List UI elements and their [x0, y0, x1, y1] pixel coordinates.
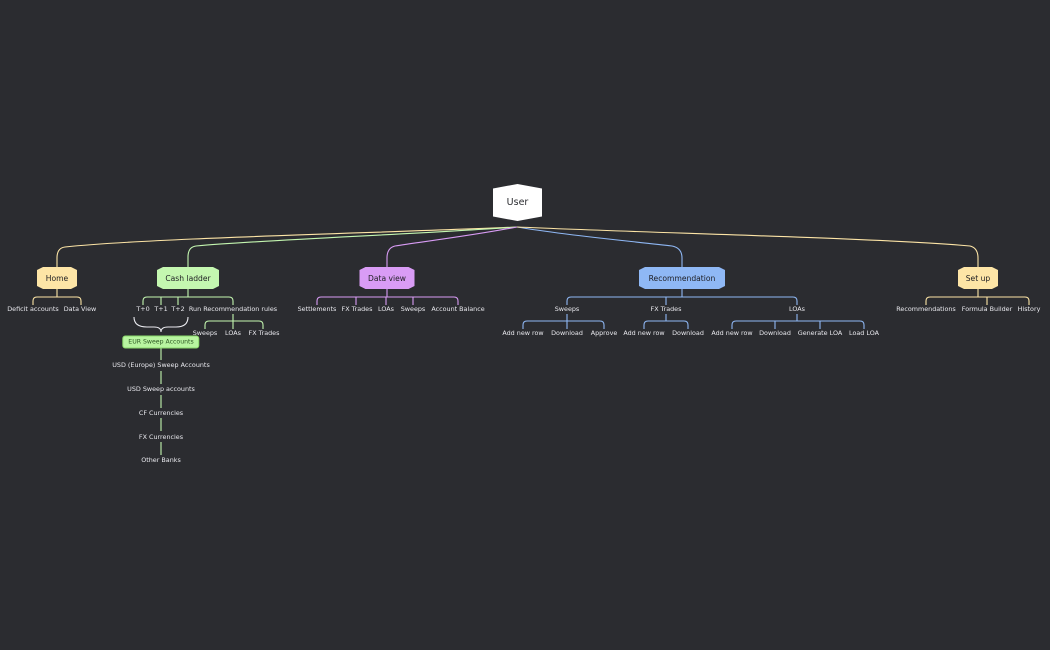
edge-recommendation-children — [566, 289, 798, 305]
rec-item-loas[interactable]: LOAs — [789, 305, 805, 313]
edge-rec-sweeps-children — [522, 314, 605, 329]
rec-loas-download[interactable]: Download — [759, 329, 791, 337]
data-view-item-sweeps[interactable]: Sweeps — [400, 305, 426, 313]
node-recommendation-label: Recommendation — [648, 273, 716, 283]
rec-sweeps-approve[interactable]: Approve — [590, 329, 618, 337]
node-set-up-label: Set up — [965, 273, 991, 283]
edge-root-set-up — [516, 226, 979, 268]
edge-rec-fx-children — [643, 314, 689, 329]
data-view-item-settlements[interactable]: Settlements — [297, 305, 337, 313]
rec-loas-add-new-row[interactable]: Add new row — [711, 329, 753, 337]
rec-fx-add-new-row[interactable]: Add new row — [623, 329, 665, 337]
data-view-item-account-balance[interactable]: Account Balance — [431, 305, 485, 313]
node-cash-ladder-label: Cash ladder — [165, 273, 211, 283]
edge-root-recommendation — [516, 226, 683, 268]
node-data-view-label: Data view — [367, 273, 407, 283]
cash-item-run-recommendation-rules[interactable]: Run Recommendation rules — [188, 305, 278, 313]
t-group-fx-currencies[interactable]: FX Currencies — [138, 433, 184, 441]
root-node-user[interactable]: User — [493, 184, 542, 221]
setup-item-formula-builder[interactable]: Formula Builder — [961, 305, 1013, 313]
node-home[interactable]: Home — [37, 267, 77, 289]
run-item-sweeps[interactable]: Sweeps — [192, 329, 218, 337]
t-group-usd-europe-sweep-accounts[interactable]: USD (Europe) Sweep Accounts — [112, 361, 210, 369]
node-recommendation[interactable]: Recommendation — [639, 267, 725, 289]
t-group-other-banks[interactable]: Other Banks — [141, 456, 181, 464]
rec-loas-load-loa[interactable]: Load LOA — [849, 329, 879, 337]
edge-rec-loas-children — [731, 314, 865, 329]
rec-item-sweeps[interactable]: Sweeps — [554, 305, 580, 313]
edge-home-children — [32, 289, 82, 305]
cash-item-t1[interactable]: T+1 — [154, 305, 168, 313]
cash-item-t2[interactable]: T+2 — [171, 305, 185, 313]
edge-root-data-view — [386, 226, 518, 268]
rec-fx-download[interactable]: Download — [672, 329, 704, 337]
home-item-deficit-accounts[interactable]: Deficit accounts — [7, 305, 59, 313]
rec-item-fx-trades[interactable]: FX Trades — [650, 305, 682, 313]
data-view-item-fx-trades[interactable]: FX Trades — [341, 305, 373, 313]
t-group-cf-currencies[interactable]: CF Currencies — [138, 409, 184, 417]
edge-data-view-children — [316, 289, 459, 305]
rec-sweeps-add-new-row[interactable]: Add new row — [502, 329, 544, 337]
edge-setup-children — [925, 289, 1030, 305]
t-group-usd-sweep-accounts[interactable]: USD Sweep accounts — [127, 385, 195, 393]
cash-item-t0[interactable]: T+0 — [136, 305, 150, 313]
home-item-data-view[interactable]: Data View — [63, 305, 97, 313]
rec-sweeps-download[interactable]: Download — [551, 329, 583, 337]
run-item-loas[interactable]: LOAs — [225, 329, 241, 337]
setup-item-recommendations[interactable]: Recommendations — [896, 305, 956, 313]
t-group-eur-sweep-accounts[interactable]: EUR Sweep Accounts — [122, 335, 200, 349]
node-cash-ladder[interactable]: Cash ladder — [157, 267, 219, 289]
edge-t-brace — [133, 316, 189, 333]
data-view-item-loas[interactable]: LOAs — [378, 305, 394, 313]
run-item-fx-trades[interactable]: FX Trades — [248, 329, 280, 337]
edge-root-home — [56, 226, 518, 268]
edge-cash-children — [142, 289, 234, 305]
edge-run-children — [204, 314, 264, 329]
edge-root-cash-ladder — [187, 226, 518, 268]
rec-loas-generate-loa[interactable]: Generate LOA — [797, 329, 843, 337]
node-set-up[interactable]: Set up — [958, 267, 998, 289]
node-data-view[interactable]: Data view — [360, 267, 415, 289]
setup-item-history[interactable]: History — [1017, 305, 1041, 313]
node-home-label: Home — [45, 273, 69, 283]
root-label: User — [506, 197, 529, 208]
